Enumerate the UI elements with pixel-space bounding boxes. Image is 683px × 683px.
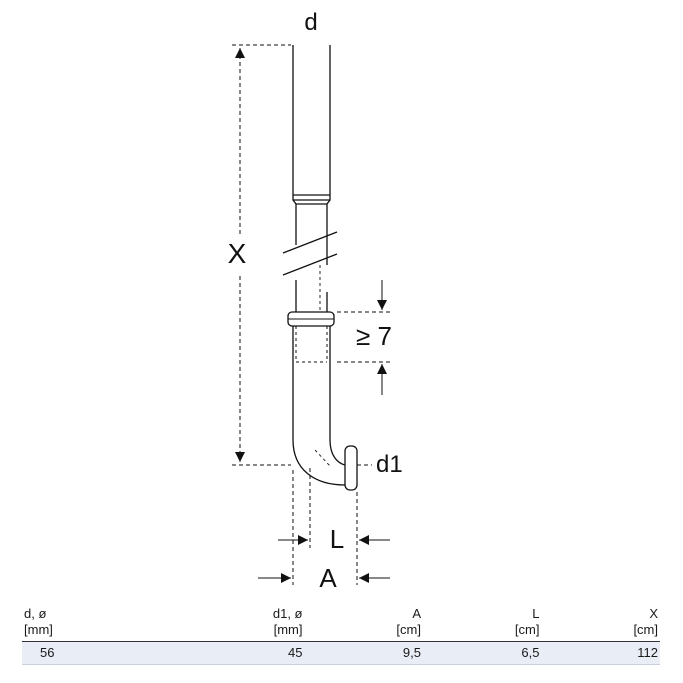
label-d: d [304,9,317,36]
label-a: A [319,563,337,593]
cell-d1: 45 [165,641,305,665]
pipe-centerline-dashes [314,265,331,467]
header-l: L [532,606,540,621]
header-a: A [412,606,421,621]
dimension-x [232,44,291,466]
pipe-break-symbol [282,231,338,276]
pipe-outline [287,45,358,491]
dimension-l-a [258,464,390,585]
label-d1: d1 [376,451,403,478]
label-l: L [330,524,344,554]
unit-l: [cm] [422,622,542,642]
cell-d: 56 [22,641,165,665]
cell-x: 112 [541,641,660,665]
pipe-technical-drawing: d X ≥ 7 d1 L A [228,9,403,593]
table-units-row: [mm] [mm] [cm] [cm] [cm] [22,622,660,642]
cell-l: 6,5 [422,641,542,665]
header-d1: d1, ø [272,606,303,621]
table-header-row: d, ø d1, ø A L X [22,606,660,622]
label-insertion-depth: ≥ 7 [356,321,392,351]
unit-a: [cm] [304,622,423,642]
cell-a: 9,5 [304,641,423,665]
label-x: X [228,238,247,269]
dimension-insertion [337,280,390,395]
unit-x: [cm] [541,622,660,642]
header-d: d, ø [24,606,47,621]
table-row: 56 45 9,5 6,5 112 [22,641,660,665]
header-x: X [649,606,658,621]
dimensions-table: d, ø d1, ø A L X [mm] [mm] [cm] [cm] [cm… [22,606,660,665]
unit-d1: [mm] [165,622,305,642]
insertion-depth-dashes [295,326,328,363]
unit-d: [mm] [22,622,165,642]
